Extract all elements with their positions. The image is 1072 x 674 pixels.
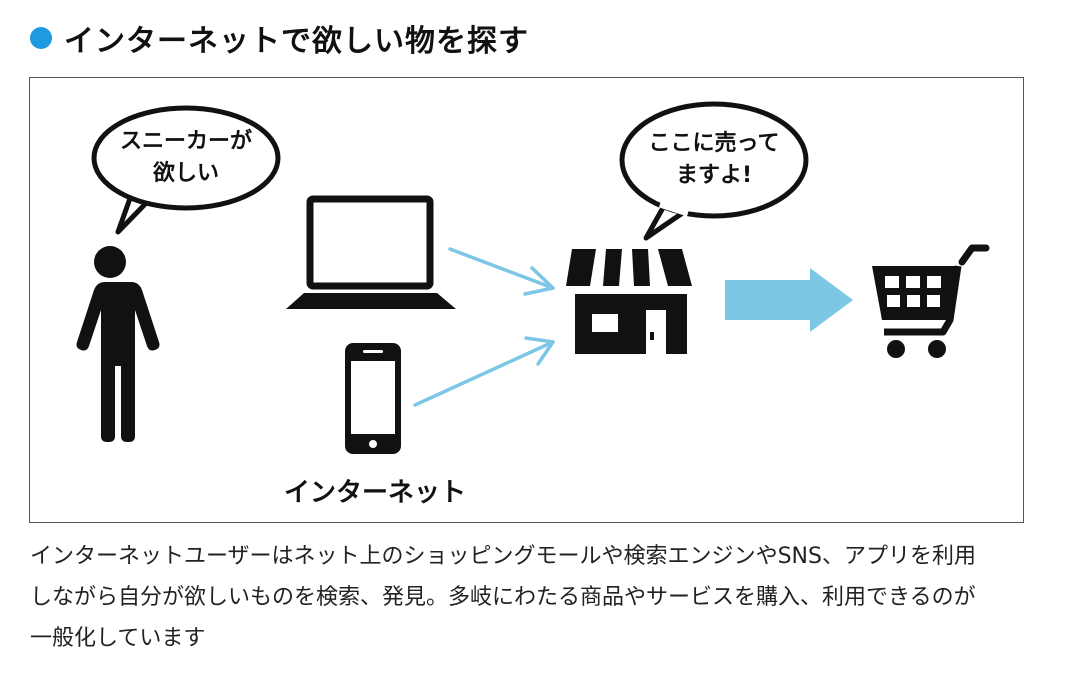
store-to-cart-arrow	[725, 268, 853, 332]
speech-bubble-shop	[619, 101, 809, 241]
person-icon	[76, 246, 160, 442]
speech-bubble-user-text: スニーカーが 欲しい	[106, 126, 266, 190]
speech-bubble-shop-line1: ここに売って	[648, 131, 780, 156]
page-title: インターネットで欲しい物を探す	[64, 24, 529, 59]
store-icon	[566, 249, 692, 354]
speech-bubble-user-line1: スニーカーが	[119, 129, 252, 154]
devices-label: インターネット	[284, 478, 467, 508]
diagram-frame	[29, 77, 1024, 523]
heading: インターネットで欲しい物を探す	[30, 18, 529, 59]
caption-line1: インターネットユーザーはネット上のショッピングモールや検索エンジンやSNS、アプ…	[30, 544, 976, 569]
heading-bullet-icon	[30, 27, 52, 49]
shopping-cart-icon	[872, 244, 990, 358]
speech-bubble-shop-line2: ますよ!	[675, 163, 753, 188]
caption-line2: しながら自分が欲しいものを検索、発見。多岐にわたる商品やサービスを購入、利用でき…	[30, 585, 976, 610]
laptop-icon	[286, 195, 456, 309]
speech-bubble-user-line2: 欲しい	[152, 161, 219, 186]
smartphone-icon	[345, 343, 401, 454]
caption: インターネットユーザーはネット上のショッピングモールや検索エンジンやSNS、アプ…	[30, 536, 1040, 659]
caption-line3: 一般化しています	[30, 626, 206, 651]
speech-bubble-user	[91, 105, 281, 235]
device-to-store-arrows	[413, 247, 555, 407]
speech-bubble-shop-text: ここに売って ますよ!	[630, 128, 798, 192]
